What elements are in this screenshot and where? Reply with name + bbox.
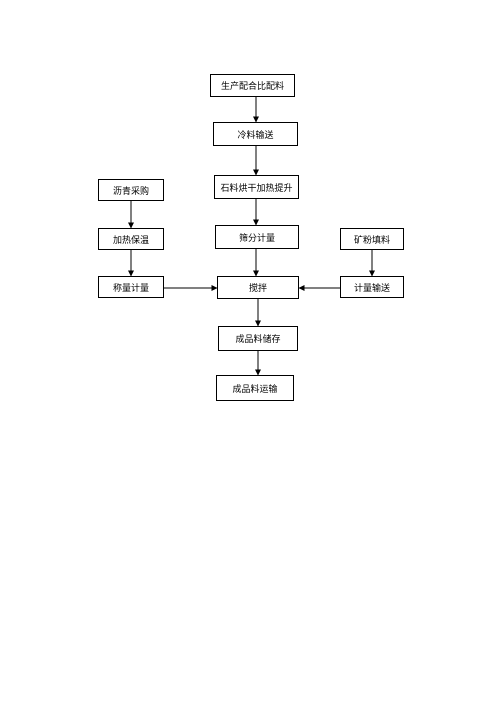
node-mineral-powder: 矿粉填料 [340, 228, 404, 250]
node-heat-preserve: 加热保温 [98, 228, 164, 250]
node-finished-storage: 成品料储存 [218, 326, 298, 351]
node-asphalt-purchase: 沥青采购 [98, 179, 164, 201]
node-screening: 筛分计量 [215, 225, 299, 249]
node-weighing: 称量计量 [98, 276, 164, 298]
node-stone-drying: 石料烘干加热提升 [214, 175, 299, 199]
node-mixing: 搅拌 [217, 276, 299, 299]
node-cold-transport: 冷料输送 [213, 122, 298, 146]
node-finished-transport: 成品料运输 [216, 375, 294, 401]
node-metered-transport: 计量输送 [340, 276, 404, 298]
node-production-mix: 生产配合比配料 [210, 74, 295, 97]
